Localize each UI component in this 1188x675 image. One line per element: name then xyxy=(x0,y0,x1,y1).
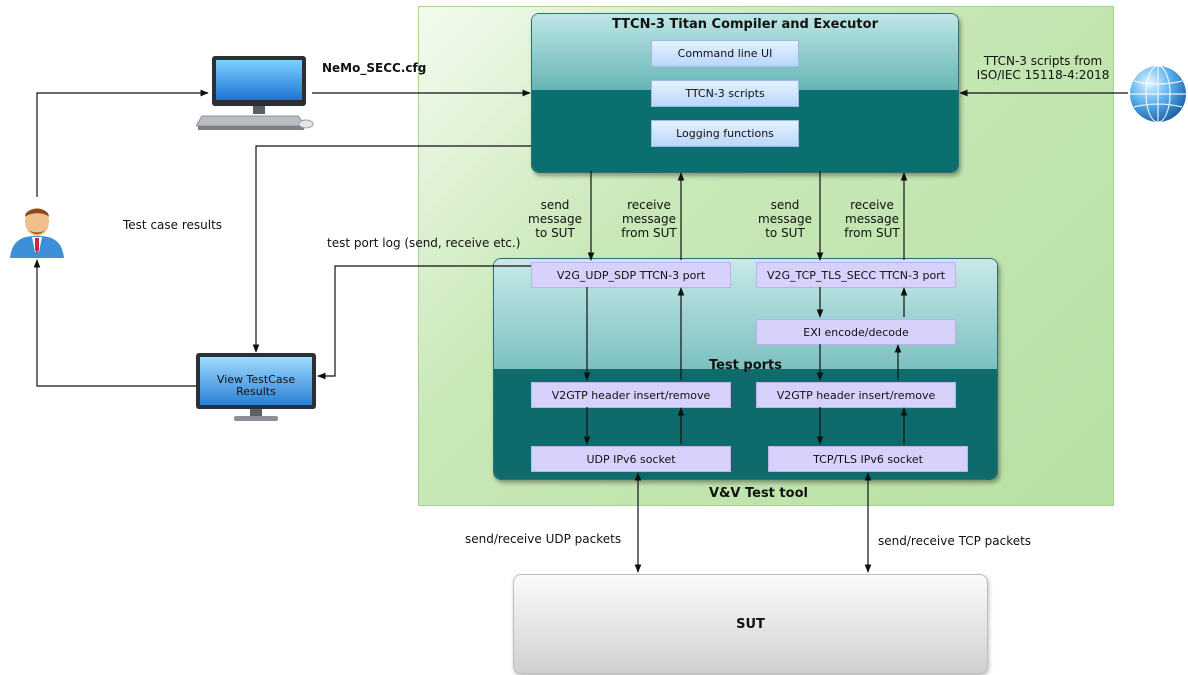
receive-right-line3: from SUT xyxy=(844,226,900,240)
logging-functions-box: Logging functions xyxy=(651,120,799,147)
udp-socket-box: UDP IPv6 socket xyxy=(531,446,731,472)
scripts-source-label: TTCN-3 scripts from ISO/IEC 15118-4:2018 xyxy=(962,54,1124,82)
test-ports-title: Test ports xyxy=(708,358,783,373)
computer-icon xyxy=(196,56,314,130)
tcp-socket-box: TCP/TLS IPv6 socket xyxy=(768,446,968,472)
v2gtp-right-box: V2GTP header insert/remove xyxy=(756,382,956,408)
send-left-line2: message xyxy=(528,212,582,226)
udp-packets-label: send/receive UDP packets xyxy=(465,532,622,546)
sut-label: SUT xyxy=(736,616,765,632)
test-case-results-label: Test case results xyxy=(123,218,223,232)
compiler-title: TTCN-3 Titan Compiler and Executor xyxy=(612,17,878,32)
globe-icon xyxy=(1130,65,1186,123)
receive-left-line1: receive xyxy=(627,198,671,212)
command-line-ui-box: Command line UI xyxy=(651,40,799,67)
test-port-log-label: test port log (send, receive etc.) xyxy=(327,236,521,250)
send-right-line3: to SUT xyxy=(765,226,805,240)
vv-test-tool-label: V&V Test tool xyxy=(709,486,808,501)
viewer-monitor-icon xyxy=(196,353,316,421)
send-right-label: send message to SUT xyxy=(750,198,820,240)
viewer-label-line2: Results xyxy=(236,385,276,398)
user-avatar-icon xyxy=(10,208,64,258)
tcp-packets-label: send/receive TCP packets xyxy=(878,534,1032,548)
ttcn3-compiler-box: TTCN-3 Titan Compiler and Executor Comma… xyxy=(531,13,959,173)
viewer-label-line1: View TestCase xyxy=(216,373,296,386)
cfg-label: NeMo_SECC.cfg xyxy=(322,61,427,75)
receive-right-line1: receive xyxy=(850,198,894,212)
tcp-ttcn3-port: V2G_TCP_TLS_SECC TTCN-3 port xyxy=(756,262,956,288)
receive-right-line2: message xyxy=(845,212,899,226)
scripts-source-line2: ISO/IEC 15118-4:2018 xyxy=(976,68,1110,82)
send-left-label: send message to SUT xyxy=(520,198,590,240)
udp-ttcn3-port: V2G_UDP_SDP TTCN-3 port xyxy=(531,262,731,288)
receive-left-line2: message xyxy=(622,212,676,226)
ttcn3-scripts-box: TTCN-3 scripts xyxy=(651,80,799,107)
viewer-label: View TestCase Results xyxy=(196,374,316,398)
send-right-line1: send xyxy=(770,198,800,212)
send-right-line2: message xyxy=(758,212,812,226)
send-left-line3: to SUT xyxy=(535,226,575,240)
v2gtp-left-box: V2GTP header insert/remove xyxy=(531,382,731,408)
exi-codec-box: EXI encode/decode xyxy=(756,319,956,345)
sut-box: SUT xyxy=(513,574,988,674)
receive-left-line3: from SUT xyxy=(621,226,677,240)
scripts-source-line1: TTCN-3 scripts from xyxy=(983,54,1103,68)
receive-left-label: receive message from SUT xyxy=(612,198,686,240)
send-left-line1: send xyxy=(540,198,570,212)
receive-right-label: receive message from SUT xyxy=(835,198,909,240)
